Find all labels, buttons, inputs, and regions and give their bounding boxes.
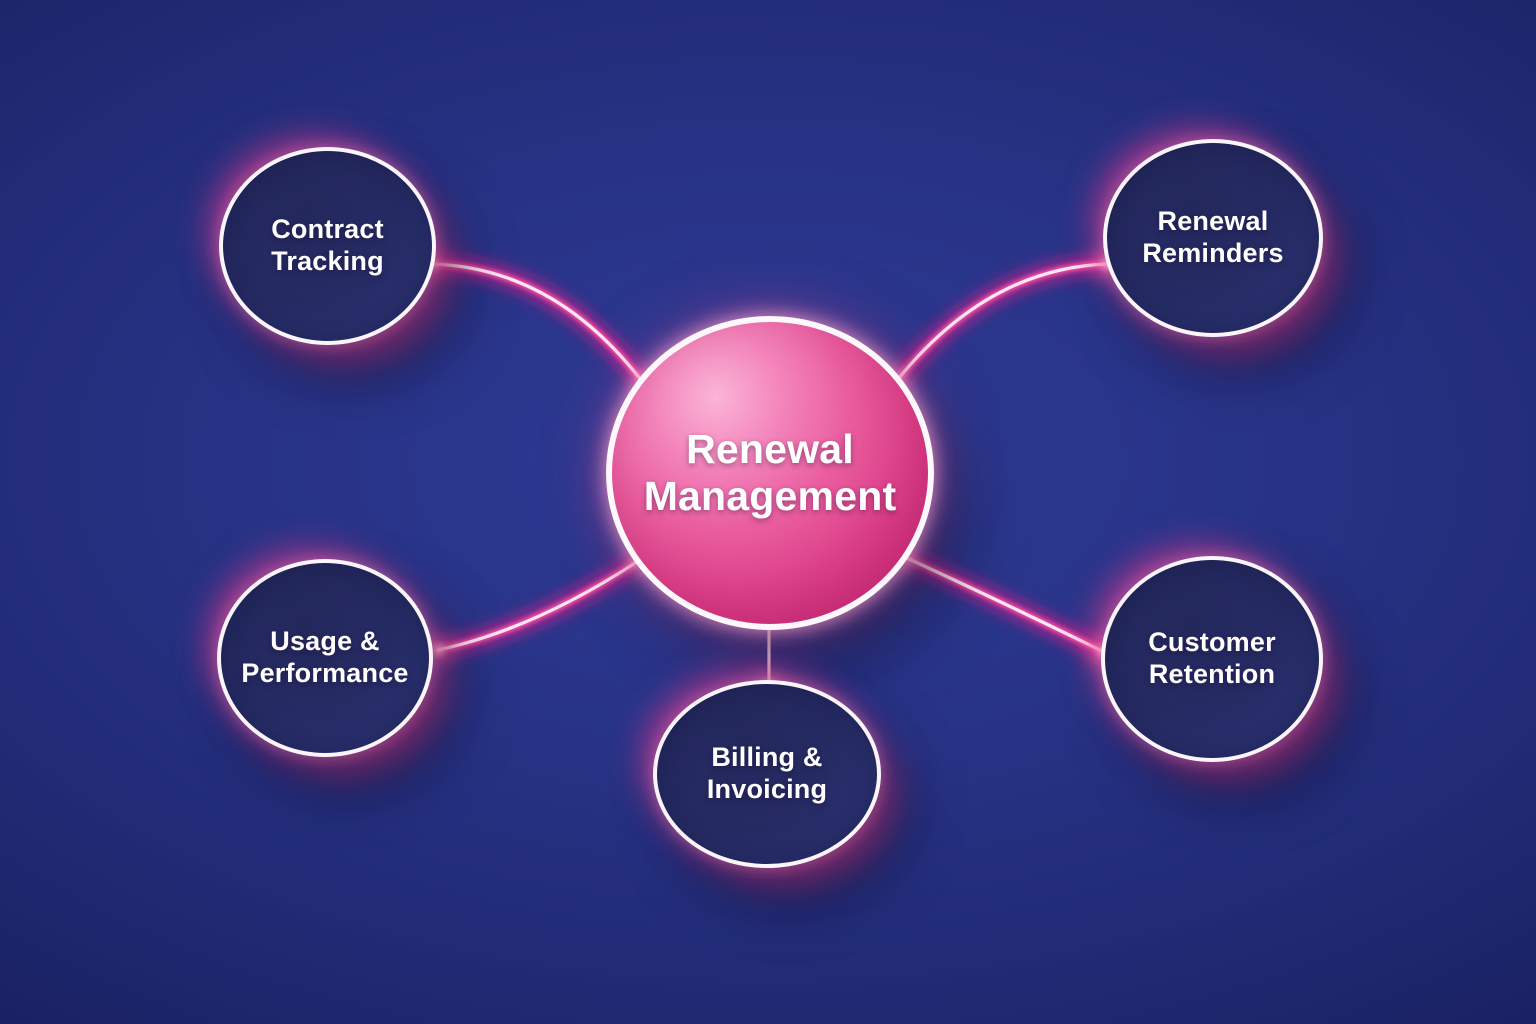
- node-usage-performance: Usage & Performance: [217, 559, 433, 757]
- node-customer-retention: Customer Retention: [1101, 556, 1323, 762]
- node-contract-tracking: Contract Tracking: [219, 147, 436, 345]
- node-label-renewal-management: Renewal Management: [643, 425, 897, 519]
- node-billing-invoicing: Billing & Invoicing: [653, 680, 881, 868]
- node-label-contract-tracking: Contract Tracking: [271, 214, 384, 276]
- edge-center-customer-retention: [888, 545, 1112, 660]
- node-renewal-management: Renewal Management: [606, 316, 934, 630]
- node-label-renewal-reminders: Renewal Reminders: [1142, 206, 1284, 268]
- node-renewal-reminders: Renewal Reminders: [1103, 139, 1323, 337]
- edge-center-contract-tracking: [424, 256, 658, 400]
- edge-center-renewal-reminders: [880, 256, 1116, 400]
- node-label-usage-performance: Usage & Performance: [241, 626, 409, 688]
- node-label-customer-retention: Customer Retention: [1148, 627, 1276, 689]
- node-label-billing-invoicing: Billing & Invoicing: [706, 742, 828, 804]
- edge-center-usage-performance: [430, 545, 658, 658]
